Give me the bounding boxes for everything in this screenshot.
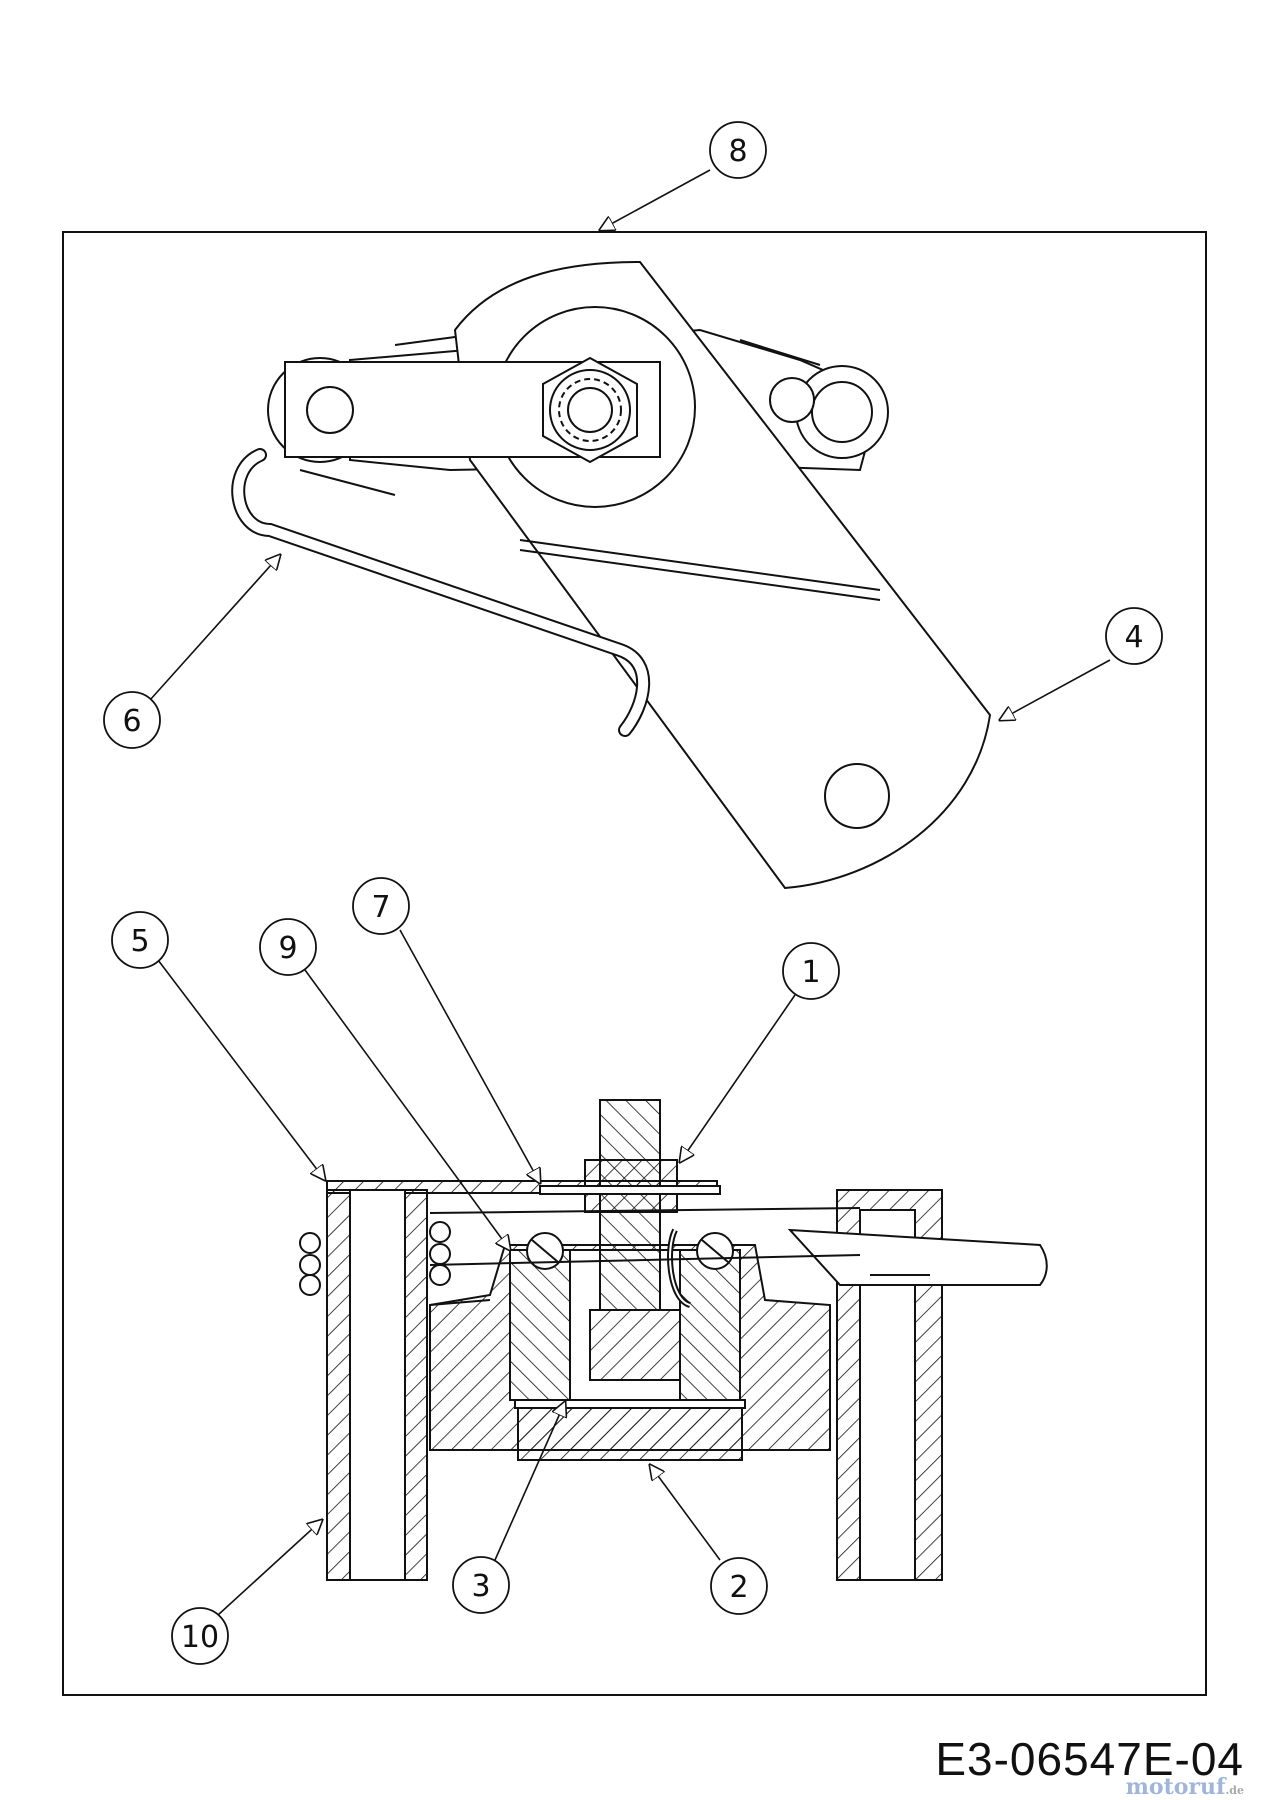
lower-assembly (299, 1099, 1048, 1581)
svg-text:1: 1 (801, 955, 820, 990)
callout-7: 7 (352, 877, 410, 935)
callouts: 8 4 6 5 9 7 1 3 2 10 (103, 121, 1163, 1665)
drawing-frame (62, 231, 1207, 1696)
callout-6: 6 (103, 691, 161, 749)
svg-text:7: 7 (371, 890, 390, 925)
leader-6 (149, 555, 280, 701)
leader-8 (600, 169, 711, 230)
svg-text:5: 5 (130, 924, 149, 959)
hub-right-block (679, 1249, 741, 1401)
belt-wedge (787, 1228, 1048, 1286)
svg-text:8: 8 (728, 134, 747, 169)
leader-10 (217, 1520, 322, 1616)
leader-9 (304, 969, 510, 1250)
drawing-code: E3-06547E-04 (935, 1733, 1244, 1785)
leader-5 (157, 959, 325, 1180)
callout-3: 3 (452, 1556, 510, 1614)
leader-7 (399, 929, 540, 1183)
upper-assembly (231, 260, 992, 890)
bearing-race (514, 1399, 746, 1409)
washer (539, 1185, 721, 1195)
callout-2: 2 (710, 1557, 768, 1615)
arm-hole (824, 763, 890, 829)
svg-text:9: 9 (278, 931, 297, 966)
callout-10: 10 (171, 1607, 229, 1665)
leader-1 (680, 994, 796, 1162)
svg-text:3: 3 (471, 1569, 490, 1604)
callout-9: 9 (259, 918, 317, 976)
hub-left-block (509, 1249, 571, 1401)
watermark-tld: .de (1225, 1784, 1244, 1797)
svg-text:2: 2 (729, 1570, 748, 1605)
leader-3 (494, 1402, 565, 1561)
leader-4 (1000, 659, 1111, 720)
bracket-hole (306, 386, 354, 434)
coil-spring (299, 1221, 451, 1296)
watermark-logo: motoruf.de (1126, 1774, 1244, 1800)
svg-text:10: 10 (181, 1620, 219, 1655)
callout-leaders (149, 169, 1111, 1616)
svg-text:6: 6 (122, 704, 141, 739)
callout-5: 5 (111, 911, 169, 969)
callout-4: 4 (1105, 607, 1163, 665)
watermark-brand: motoruf (1125, 1774, 1226, 1800)
callout-1: 1 (782, 942, 840, 1000)
svg-text:4: 4 (1124, 620, 1143, 655)
leader-2 (650, 1465, 721, 1561)
callout-8: 8 (709, 121, 767, 179)
